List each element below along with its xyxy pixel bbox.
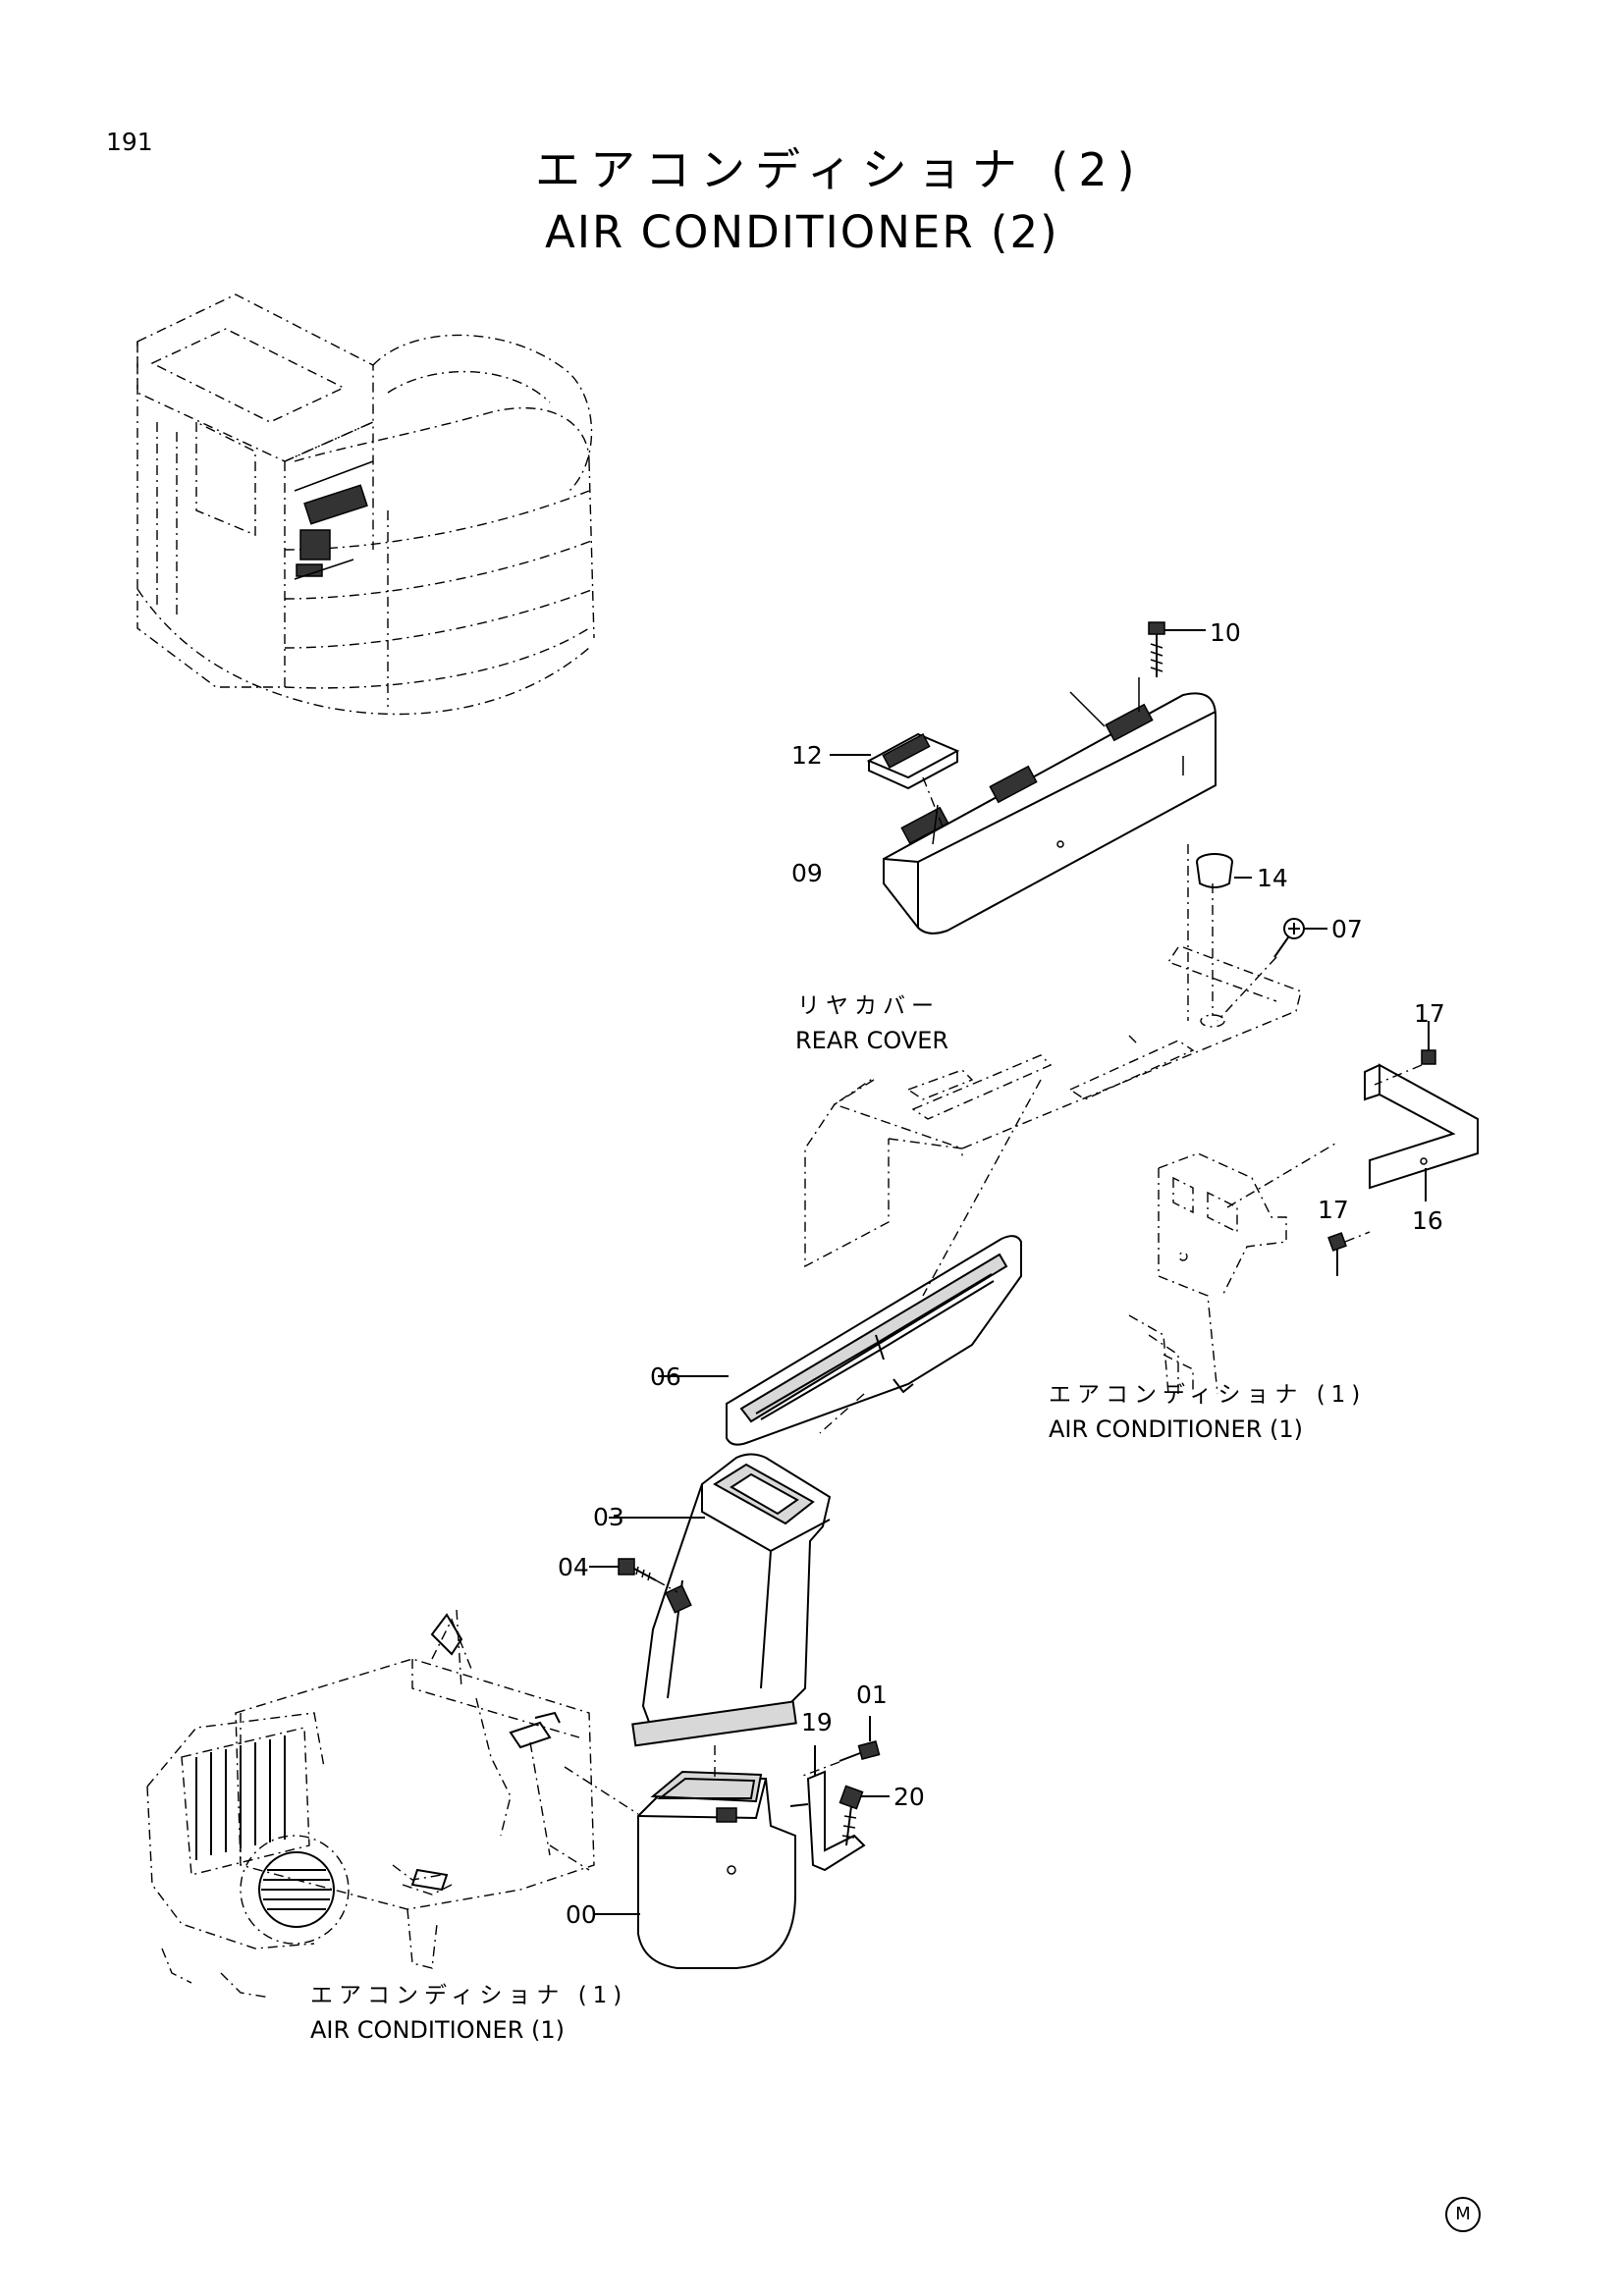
corner-mark-badge: M [1445, 2197, 1481, 2232]
bolt-20-part [839, 1785, 890, 1846]
ac1-bottom-label-japanese: エアコンディショナ (1) [310, 1983, 628, 2008]
page-title-japanese: エアコンディショナ (2) [535, 143, 1145, 196]
duct-03-part [609, 1453, 832, 1747]
bolt-04-part [589, 1558, 678, 1593]
page-number: 191 [106, 128, 153, 156]
ac1-right-label-japanese: エアコンディショナ (1) [1049, 1382, 1367, 1408]
callout-16: 16 [1412, 1206, 1443, 1235]
callout-01: 01 [856, 1681, 888, 1709]
bolt-10-part [1148, 621, 1206, 677]
bolt-17-lower-part [1327, 1231, 1371, 1276]
duct-06-part [658, 1079, 1042, 1446]
screw-07-part [1217, 918, 1327, 1022]
callout-12: 12 [791, 741, 823, 770]
callout-17-upper: 17 [1414, 999, 1445, 1028]
air-conditioner-1-right-reference [1128, 1143, 1336, 1395]
callout-20: 20 [893, 1783, 925, 1811]
callout-17-lower: 17 [1318, 1196, 1349, 1224]
louver-12-part [830, 732, 960, 828]
bracket-16-part [1364, 1063, 1479, 1201]
callout-06: 06 [650, 1362, 681, 1391]
callout-04: 04 [558, 1553, 589, 1581]
bolt-17-upper-part [1374, 1021, 1436, 1086]
bolt-01-part [799, 1716, 881, 1778]
ac1-right-label-english: AIR CONDITIONER (1) [1049, 1415, 1304, 1443]
cap-14-part [1196, 853, 1252, 888]
page-title-english: AIR CONDITIONER (2) [545, 206, 1059, 258]
callout-00: 00 [566, 1900, 597, 1929]
excavator-overview-illustration [136, 294, 595, 716]
callout-14: 14 [1257, 864, 1288, 892]
callout-19: 19 [801, 1708, 833, 1736]
callout-09: 09 [791, 859, 823, 887]
ac1-bottom-label-english: AIR CONDITIONER (1) [310, 2016, 566, 2044]
callout-03: 03 [593, 1503, 624, 1531]
rear-cover-reference [804, 844, 1302, 1268]
rear-cover-label-english: REAR COVER [795, 1027, 949, 1054]
rear-cover-label-japanese: リヤカバー [797, 993, 940, 1019]
duct-00-part [594, 1745, 796, 1969]
callout-07: 07 [1331, 915, 1363, 943]
callout-10: 10 [1210, 618, 1241, 647]
air-conditioner-1-bottom-reference [146, 1609, 639, 1999]
vent-duct-09-part [883, 677, 1217, 934]
